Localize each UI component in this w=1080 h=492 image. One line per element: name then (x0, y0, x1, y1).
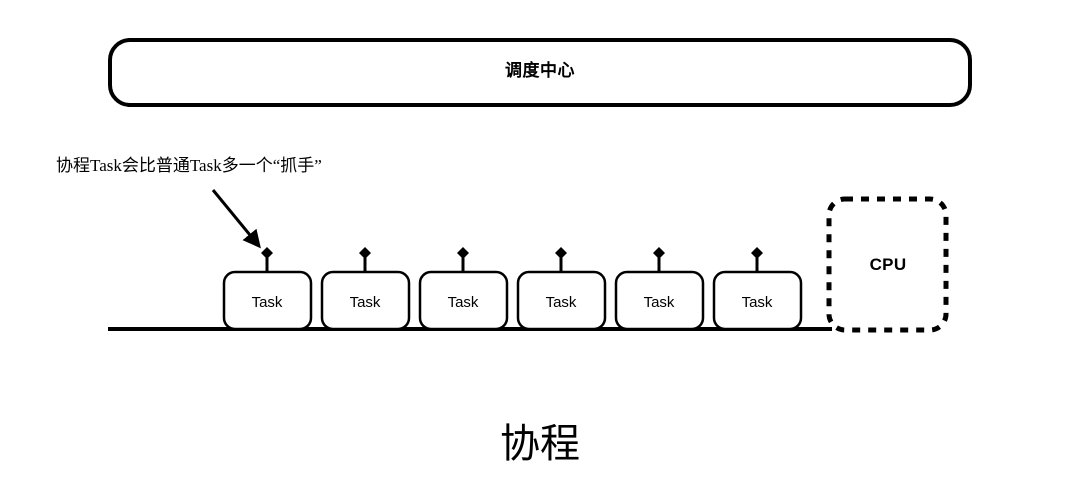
figure-title: 协程 (500, 421, 580, 466)
task-box (320, 270, 411, 331)
task-label: Task (741, 294, 773, 311)
task-handle-diamond-icon (457, 247, 469, 259)
task-label: Task (447, 294, 479, 311)
task-box (222, 270, 313, 331)
task-box (418, 270, 509, 331)
task-box (516, 270, 607, 331)
task-box (712, 270, 803, 331)
task-item (418, 247, 509, 331)
task-handle-diamond-icon (751, 247, 763, 259)
scheduler-box-label: 调度中心 (505, 61, 575, 80)
task-item (712, 247, 803, 331)
task-handle-diamond-icon (653, 247, 665, 259)
task-item (516, 247, 607, 331)
task-label: Task (349, 294, 381, 311)
task-handle-diamond-icon (261, 247, 273, 259)
task-label: Task (545, 294, 577, 311)
task-handle-diamond-icon (359, 247, 371, 259)
task-label: Task (251, 294, 283, 311)
task-box (614, 270, 705, 331)
annotation-text: 协程Task会比普通Task多一个“抓手” (56, 156, 322, 175)
cpu-box-label: CPU (869, 255, 907, 274)
task-item (222, 247, 313, 331)
cpu-box (826, 196, 949, 333)
scheduler-box (108, 38, 972, 107)
task-handle-diamond-icon (555, 247, 567, 259)
annotation-arrow (211, 189, 261, 249)
task-label: Task (643, 294, 675, 311)
task-item (320, 247, 411, 331)
task-item (614, 247, 705, 331)
